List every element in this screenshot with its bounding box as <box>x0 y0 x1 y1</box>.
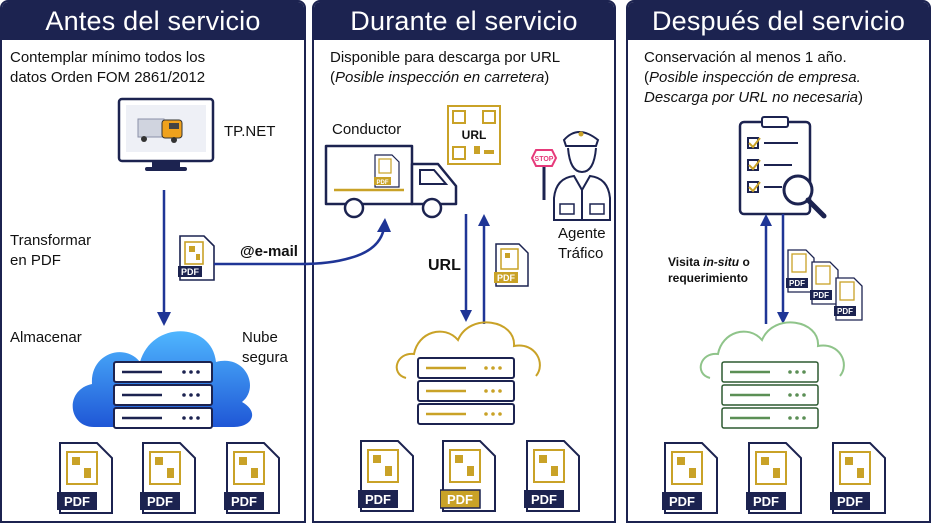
pdf-badge: PDF <box>497 273 516 283</box>
pdf-document-icon: PDF <box>834 277 863 321</box>
panel-title: Después del servicio <box>628 2 929 40</box>
traffic-agent-icon: STOP <box>530 131 611 221</box>
panel-description-line-2: datos Orden FOM 2861/2012 <box>10 69 206 86</box>
transform-label-line-1: Transformar <box>10 232 92 249</box>
panel-description-line-3: Descarga por URL no necesaria) <box>644 89 864 106</box>
cloud-server-icon <box>699 321 845 429</box>
qr-url-text: URL <box>462 128 487 142</box>
pdf-badge: PDF <box>181 267 200 277</box>
panel-after-service: Después del servicio Conservación al men… <box>626 0 931 523</box>
visit-label-line-1: Visita in-situ o <box>668 255 750 269</box>
pdf-document-icon: PDF <box>494 243 529 287</box>
monitor-truck-icon <box>117 97 215 171</box>
panel-description-line-1: Contemplar mínimo todos los <box>10 49 206 66</box>
cloud-server-icon <box>72 331 253 429</box>
pdf-badge: PDF <box>447 492 473 507</box>
pdf-badge: PDF <box>789 279 805 288</box>
pdf-badge: PDF <box>231 494 257 509</box>
pdf-document-icon: PDF <box>57 442 113 514</box>
pdf-badge: PDF <box>531 492 557 507</box>
app-label: TP.NET <box>224 123 276 140</box>
transform-label-line-2: en PDF <box>10 252 61 269</box>
pdf-document-icon: PDF <box>830 442 886 514</box>
agent-label-line-2: Tráfico <box>558 245 604 262</box>
store-label: Almacenar <box>10 329 82 346</box>
pdf-document-icon: PDF <box>440 440 496 512</box>
panel-description-line-1: Disponible para descarga por URL <box>330 49 561 66</box>
pdf-document-icon: PDF <box>140 442 196 514</box>
pdf-document-icon: PDF <box>224 442 280 514</box>
panel-during-service: Durante el servicio Disponible para desc… <box>312 0 616 523</box>
pdf-badge: PDF <box>837 307 853 316</box>
pdf-badge: PDF <box>669 494 695 509</box>
pdf-document-icon: PDF <box>524 440 580 512</box>
visit-label-line-2: requerimiento <box>668 271 749 285</box>
cloud-label-line-1: Nube <box>242 329 278 346</box>
pdf-document-icon: PDF <box>358 440 414 512</box>
cloud-label-line-2: segura <box>242 349 288 366</box>
panel-description-line-2: (Posible inspección de empresa. <box>644 69 861 86</box>
down-arrow-icon <box>157 190 171 326</box>
url-label: URL <box>428 257 461 274</box>
panel-description-line-2: (Posible inspección en carretera) <box>330 69 550 86</box>
panel-title: Antes del servicio <box>2 2 304 40</box>
pdf-badge: PDF <box>813 291 829 300</box>
pdf-badge: PDF <box>64 494 90 509</box>
agent-label-line-1: Agente <box>558 225 606 242</box>
pdf-badge: PDF <box>365 492 391 507</box>
panel-before-service: Antes del servicio Contemplar mínimo tod… <box>0 0 306 523</box>
pdf-document-icon: PDF <box>746 442 802 514</box>
cloud-server-icon <box>395 321 541 425</box>
sync-arrows-icon <box>460 214 490 324</box>
pdf-document-icon: PDF <box>662 442 718 514</box>
clipboard-inspection-icon <box>738 116 827 219</box>
qr-code-icon: URL <box>447 105 501 165</box>
sync-arrows-icon <box>760 214 789 324</box>
panel-description-line-1: Conservación al menos 1 año. <box>644 49 847 66</box>
pdf-badge: PDF <box>837 494 863 509</box>
pdf-document-icon: PDF <box>374 154 400 188</box>
pdf-badge: PDF <box>753 494 779 509</box>
panel-title: Durante el servicio <box>314 2 614 40</box>
pdf-badge: PDF <box>377 180 389 186</box>
pdf-badge: PDF <box>147 494 173 509</box>
stop-sign-text: STOP <box>535 156 554 163</box>
driver-label: Conductor <box>332 121 402 138</box>
